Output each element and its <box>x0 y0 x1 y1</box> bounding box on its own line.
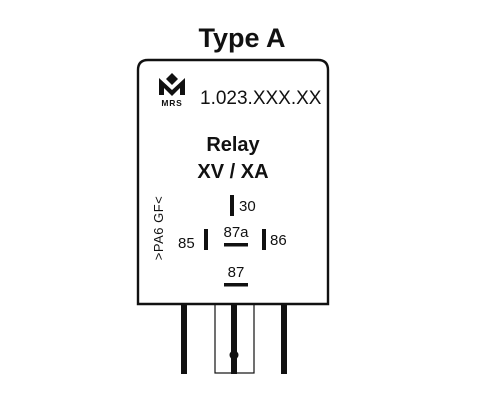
logo-text: MRS <box>161 98 182 108</box>
part-number: 1.023.XXX.XX <box>200 88 322 109</box>
relay-type: XV / XA <box>197 161 268 183</box>
pin-87-mark <box>224 283 248 287</box>
pin-87a-mark <box>224 243 248 247</box>
pin-30-mark <box>230 195 234 216</box>
pin-30-label: 30 <box>239 198 256 215</box>
relay-housing <box>136 58 330 306</box>
pin-85-label: 85 <box>178 235 195 252</box>
terminal-leg-left <box>181 304 187 374</box>
pin-87a-label: 87a <box>223 224 249 241</box>
terminal-junction-dot <box>229 350 239 360</box>
terminal-leg-center <box>231 304 237 374</box>
pin-86-label: 86 <box>270 232 287 249</box>
pin-86-mark <box>262 229 266 250</box>
mrs-logo-icon <box>159 73 185 96</box>
terminal-leg-right <box>281 304 287 374</box>
pin-85-mark <box>204 229 208 250</box>
relay-name: Relay <box>206 134 260 156</box>
material-marking: >PA6 GF< <box>151 196 166 260</box>
diagram-title: Type A <box>198 23 285 53</box>
pin-87-label: 87 <box>228 264 245 281</box>
